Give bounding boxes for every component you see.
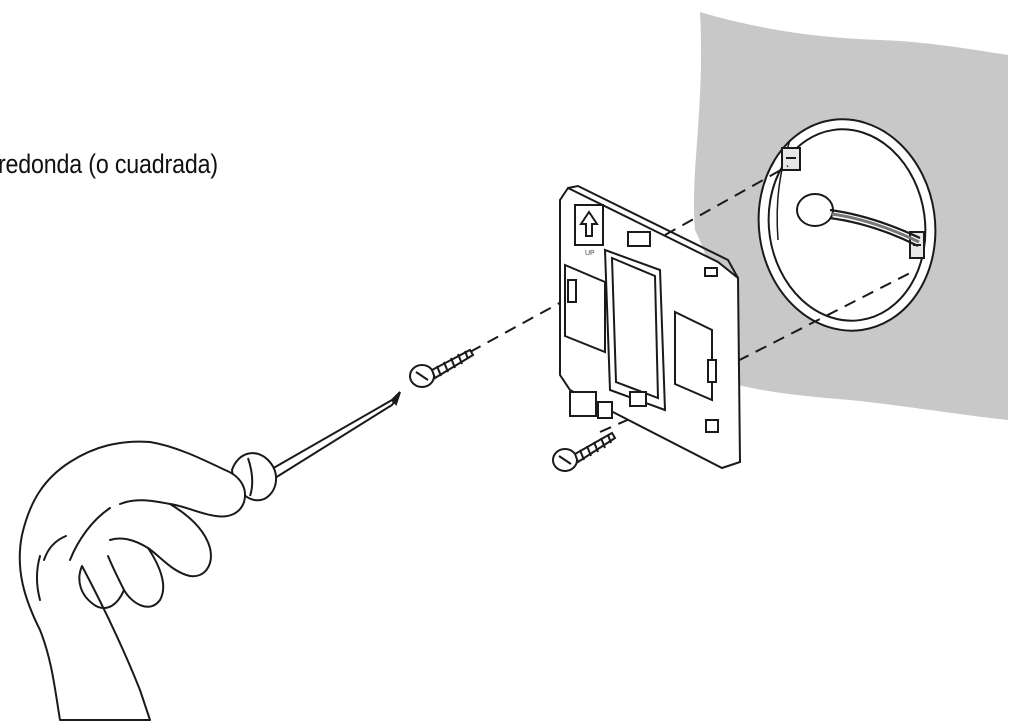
caption-text: redonda (o cuadrada) [0, 149, 218, 179]
up-arrow-icon [579, 210, 599, 237]
hand-icon [18, 440, 246, 721]
junction-box [757, 118, 937, 332]
plate-marking: UP [585, 250, 595, 257]
mounting-plate [559, 184, 742, 470]
screwdriver-icon [230, 391, 401, 502]
screw-icon [409, 348, 475, 388]
screw-icon [552, 431, 617, 472]
